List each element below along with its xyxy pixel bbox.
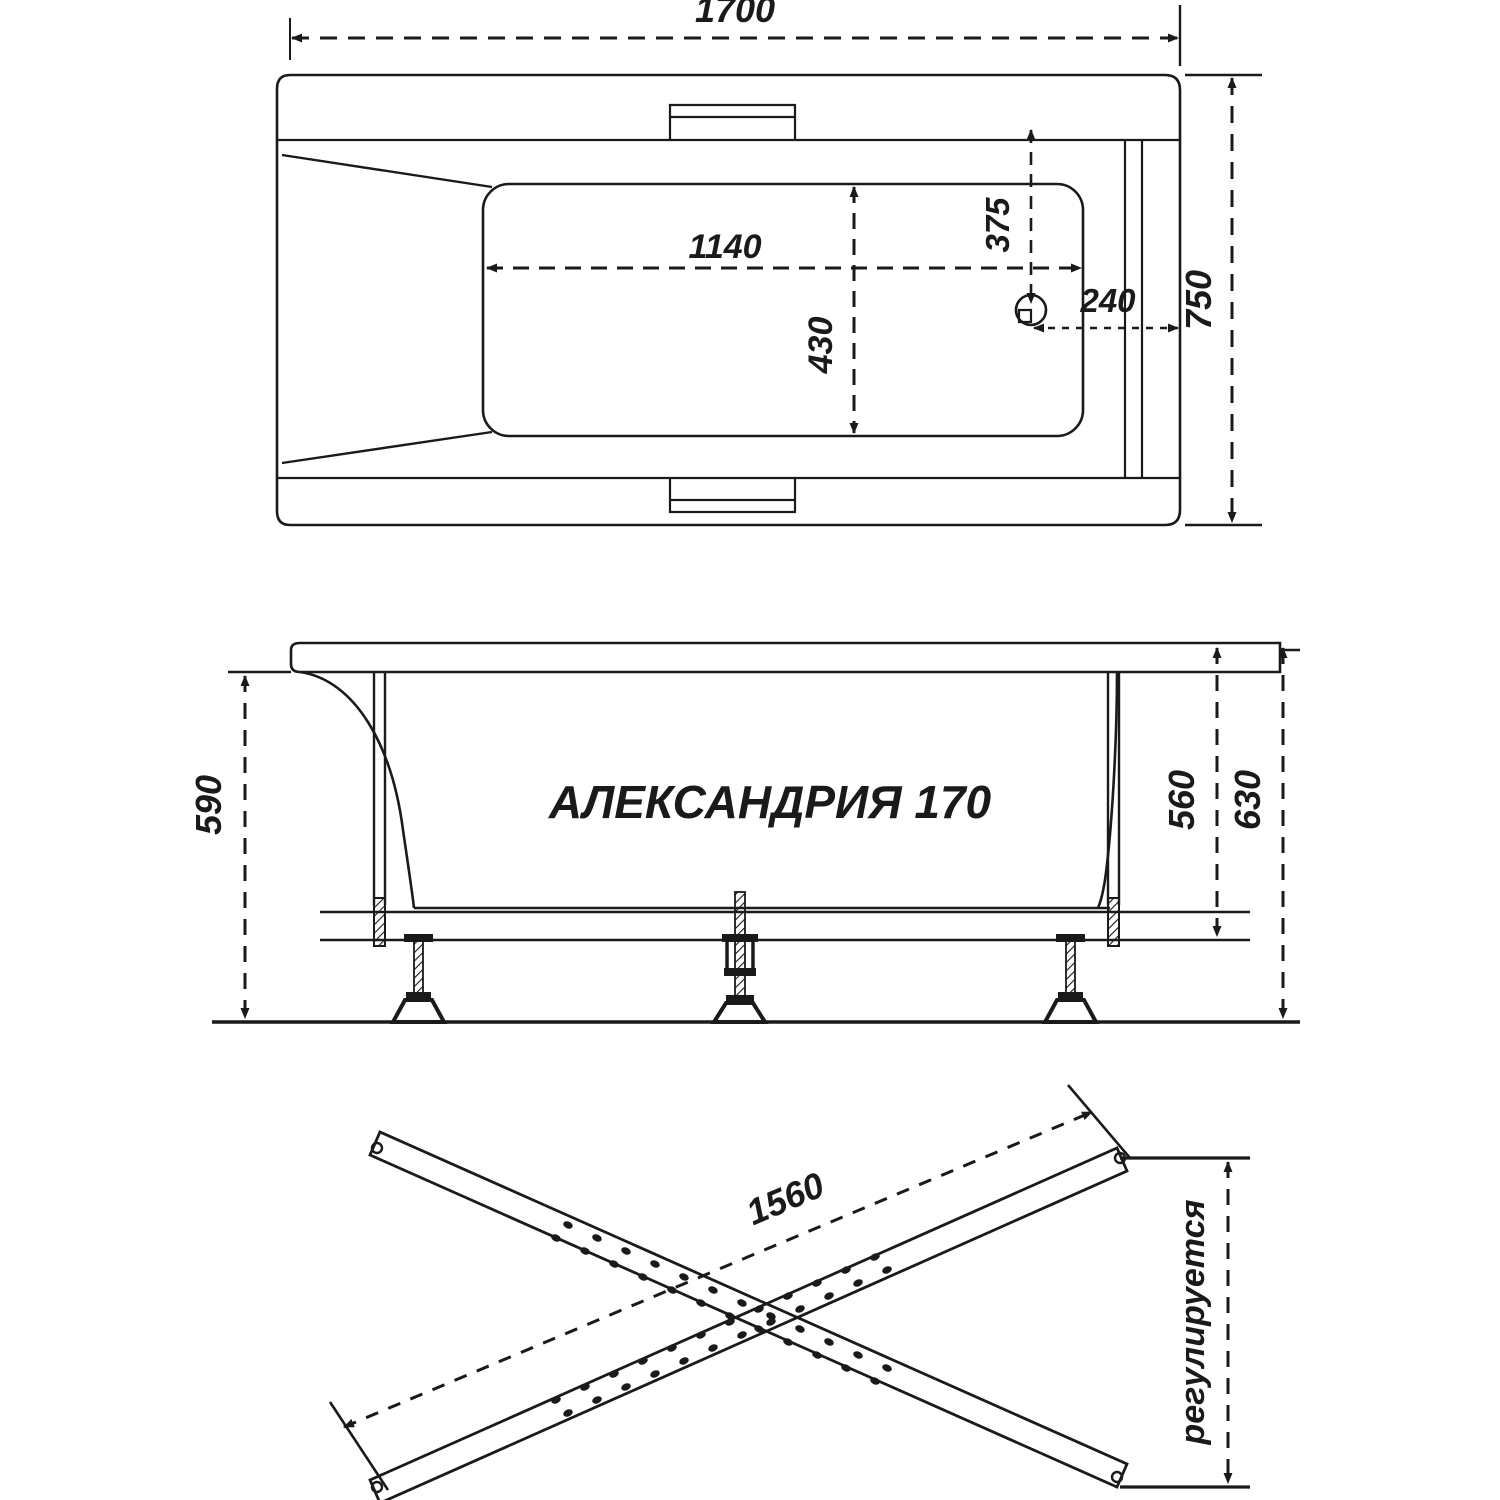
side-view: 590 560 630 АЛЕКСАНДРИЯ 170	[188, 641, 1300, 1024]
ext-line-1560-lower	[328, 1401, 390, 1491]
ext-line-1560-upper	[1067, 1084, 1131, 1159]
handle-notch-top	[668, 103, 797, 140]
leg-nut-upper	[722, 934, 758, 942]
leg-threaded-rod	[734, 891, 746, 1001]
leg-threaded-rod	[413, 937, 424, 997]
top-view: 1700 750 1140 430 375 240	[275, 0, 1262, 527]
shoulder-slope-bottom	[281, 430, 493, 465]
leg-nut-upper	[404, 934, 433, 942]
model-name-label: АЛЕКСАНДРИЯ 170	[548, 776, 992, 828]
dim-label-overall-length: 1700	[695, 0, 775, 30]
dim-label-drain-from-side: 240	[1079, 282, 1136, 319]
leg-nut-base	[726, 995, 754, 1003]
dim-line-1560	[343, 1110, 1093, 1429]
drain-square-icon	[1017, 308, 1033, 324]
dim-label-basin-length: 1140	[688, 228, 761, 266]
dim-label-total-height: 590	[188, 775, 229, 835]
shoulder-slope-top	[281, 153, 493, 189]
handle-notch-bottom	[668, 478, 797, 514]
frame-view: 1560 регулируется	[328, 1084, 1250, 1500]
tub-outer-outline	[275, 73, 1182, 527]
rail-a-hole-end-2	[1110, 1470, 1124, 1484]
dim-label-frame-height: 630	[1227, 770, 1268, 830]
basin-outline	[481, 182, 1085, 438]
bolt-left	[373, 897, 386, 947]
leg-nut-lower	[1058, 992, 1083, 1000]
dim-label-bowl-depth: 560	[1161, 770, 1202, 830]
dim-label-adjustable: регулируется	[1174, 1199, 1212, 1445]
dim-label-overall-width: 750	[1178, 270, 1219, 330]
adjustable-leg-center	[710, 891, 769, 1024]
leg-nut-upper	[1056, 934, 1085, 942]
bowl-profile-left	[299, 670, 416, 909]
bolt-right	[1107, 897, 1120, 947]
leg-threaded-rod	[1065, 937, 1076, 997]
dim-label-drain-from-end: 375	[979, 197, 1016, 253]
dim-label-basin-width: 430	[802, 317, 840, 375]
leg-nut-lower	[724, 968, 756, 976]
leg-nut-lower	[406, 992, 431, 1000]
rail-b-hole-end-1	[370, 1480, 384, 1494]
